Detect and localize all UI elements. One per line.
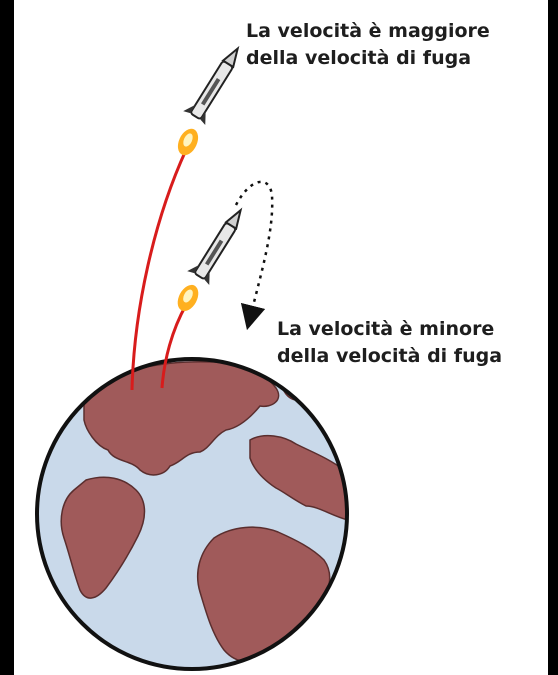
south-america-landmass [60,476,146,599]
suborbital-trajectory [160,304,188,389]
earth-outline [35,357,349,671]
flame-upper [177,128,199,156]
rocket-icon [183,45,240,125]
europe-landmass [249,434,347,521]
diagram-panel: La velocità è maggiore della velocità di… [14,0,548,675]
dotted-arrow-icon [234,180,274,331]
label-low-line-1: La velocità è minore [277,318,495,340]
rocket-icon [187,207,243,285]
label-high-line-2: della velocità di fuga [246,47,472,69]
label-high-line-1: La velocità è maggiore [246,20,490,42]
label-low-line-2: della velocità di fuga [277,345,503,367]
label-escape-velocity-not-reached: La velocità è minore della velocità di f… [277,316,502,370]
flame-lower [177,284,199,312]
earth [35,357,349,671]
escape-trajectory [130,149,188,391]
escape-velocity-diagram [35,45,349,671]
label-escape-velocity-exceeded: La velocità è maggiore della velocità di… [246,18,490,72]
